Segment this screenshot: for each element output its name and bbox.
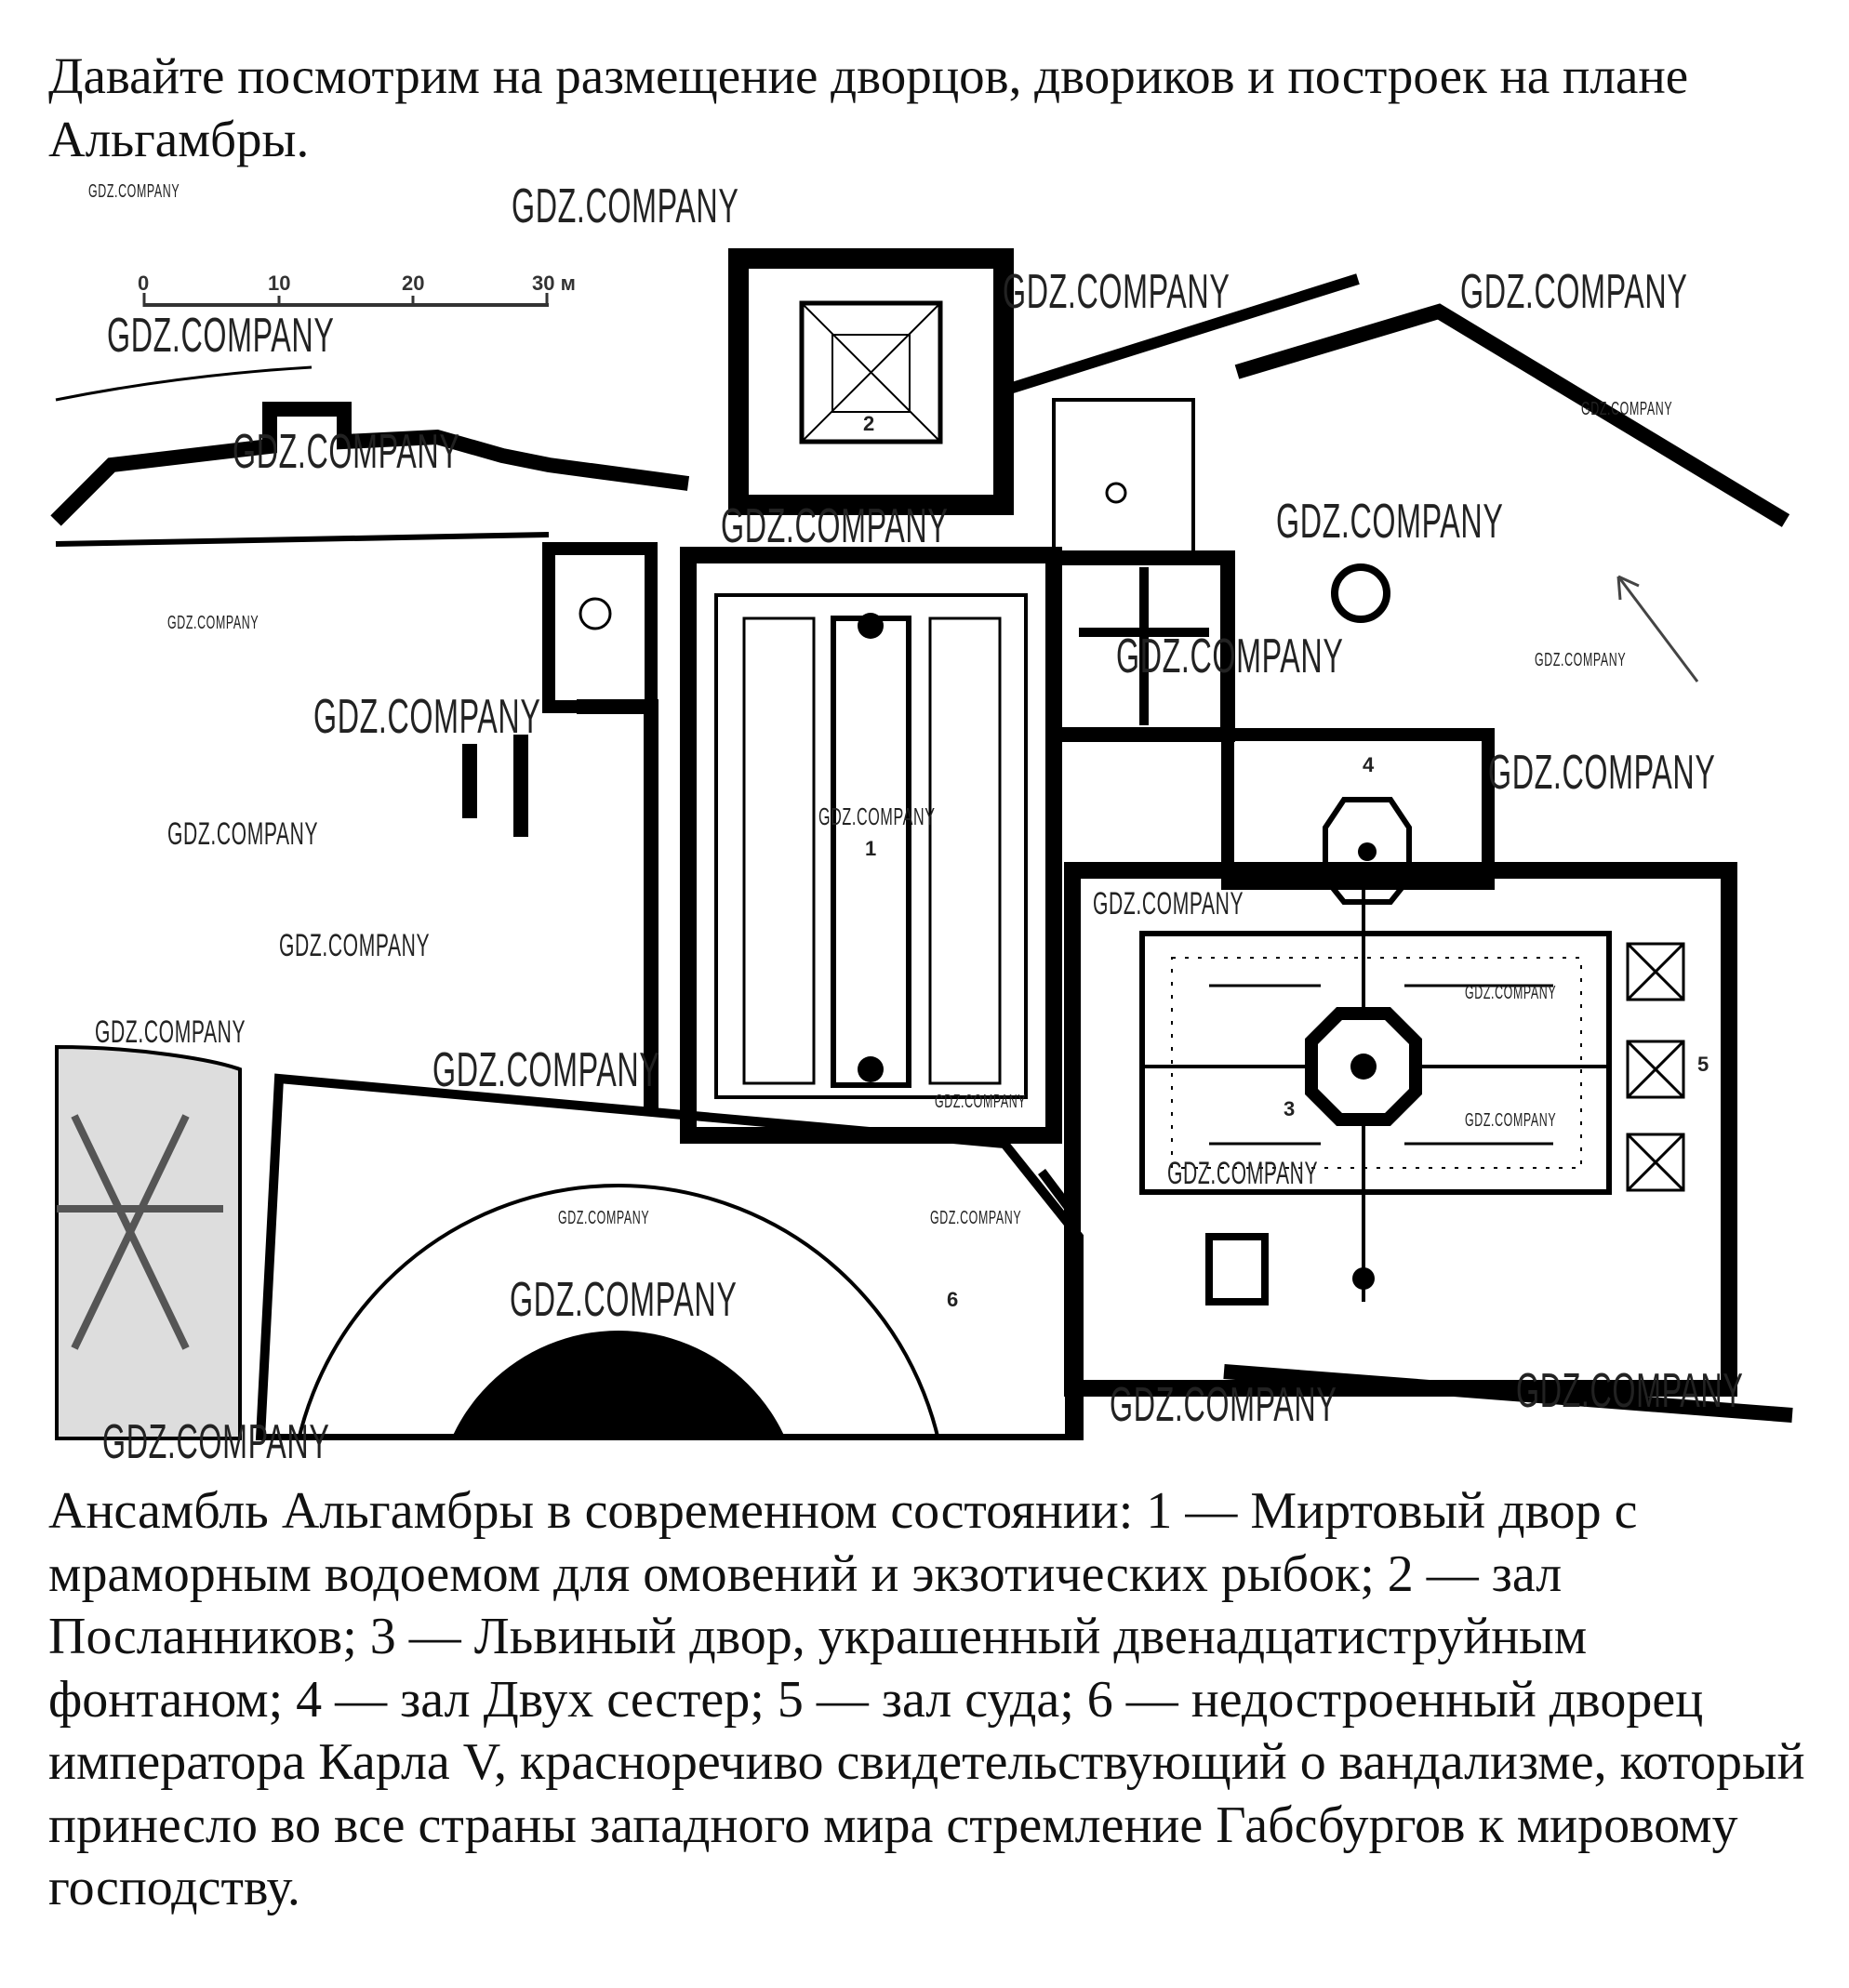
watermark: GDZ.COMPANY <box>1465 983 1557 1003</box>
watermark: GDZ.COMPANY <box>558 1208 650 1228</box>
watermark: GDZ.COMPANY <box>1581 399 1673 419</box>
watermark: GDZ.COMPANY <box>1003 265 1230 319</box>
scale-tick-0: 0 <box>138 272 149 295</box>
watermark: GDZ.COMPANY <box>1093 886 1244 921</box>
scale-tick-30: 30 м <box>532 272 576 295</box>
court-of-myrtles: 1 <box>680 547 1062 1144</box>
hall-of-ambassadors: 2 <box>728 248 1014 515</box>
watermark: GDZ.COMPANY <box>1276 495 1504 549</box>
watermark: GDZ.COMPANY <box>1110 1378 1337 1432</box>
watermark: GDZ.COMPANY <box>279 928 431 963</box>
watermark: GDZ.COMPANY <box>1167 1156 1319 1191</box>
watermark: GDZ.COMPANY <box>1488 746 1716 800</box>
watermark: GDZ.COMPANY <box>432 1043 660 1097</box>
watermark: GDZ.COMPANY <box>167 613 259 633</box>
palace-of-charles-v: 6 <box>0 1073 1849 1988</box>
watermark: GDZ.COMPANY <box>1465 1110 1557 1131</box>
watermark: GDZ.COMPANY <box>935 1092 1027 1112</box>
figure-caption: Ансамбль Альгамбры в современном состоян… <box>48 1482 1805 1916</box>
watermark: GDZ.COMPANY <box>313 690 541 744</box>
north-arrow-icon <box>1616 575 1699 683</box>
plan-label-1: 1 <box>865 837 876 860</box>
watermark: GDZ.COMPANY <box>721 499 949 553</box>
plan-label-3: 3 <box>1284 1097 1295 1120</box>
garden <box>55 1044 242 1440</box>
watermark: GDZ.COMPANY <box>818 802 936 830</box>
watermark: GDZ.COMPANY <box>510 1273 738 1327</box>
watermark: GDZ.COMPANY <box>1516 1364 1744 1418</box>
watermark: GDZ.COMPANY <box>95 1014 246 1050</box>
plan-label-4: 4 <box>1363 753 1375 776</box>
plan-label-5: 5 <box>1697 1053 1709 1076</box>
watermark: GDZ.COMPANY <box>88 181 180 202</box>
watermark: GDZ.COMPANY <box>102 1415 330 1469</box>
scale-tick-20: 20 <box>402 272 424 295</box>
watermark: GDZ.COMPANY <box>930 1208 1022 1228</box>
plan-label-2: 2 <box>863 412 874 435</box>
watermark: GDZ.COMPANY <box>233 425 460 479</box>
watermark: GDZ.COMPANY <box>1535 650 1627 670</box>
watermark: GDZ.COMPANY <box>1116 630 1344 683</box>
scale-tick-10: 10 <box>268 272 290 295</box>
watermark: GDZ.COMPANY <box>167 816 319 852</box>
plan-label-6: 6 <box>947 1288 958 1311</box>
hall-of-two-sisters: 4 <box>1221 563 1495 905</box>
court-of-lions: 3 5 <box>1064 862 1737 1397</box>
scale-bar: 0 10 20 30 м <box>138 272 576 307</box>
watermark: GDZ.COMPANY <box>1460 265 1688 319</box>
watermark: GDZ.COMPANY <box>107 309 335 363</box>
watermark: GDZ.COMPANY <box>512 179 739 233</box>
intro-text: Давайте посмотрим на размещение дворцов,… <box>48 47 1689 167</box>
